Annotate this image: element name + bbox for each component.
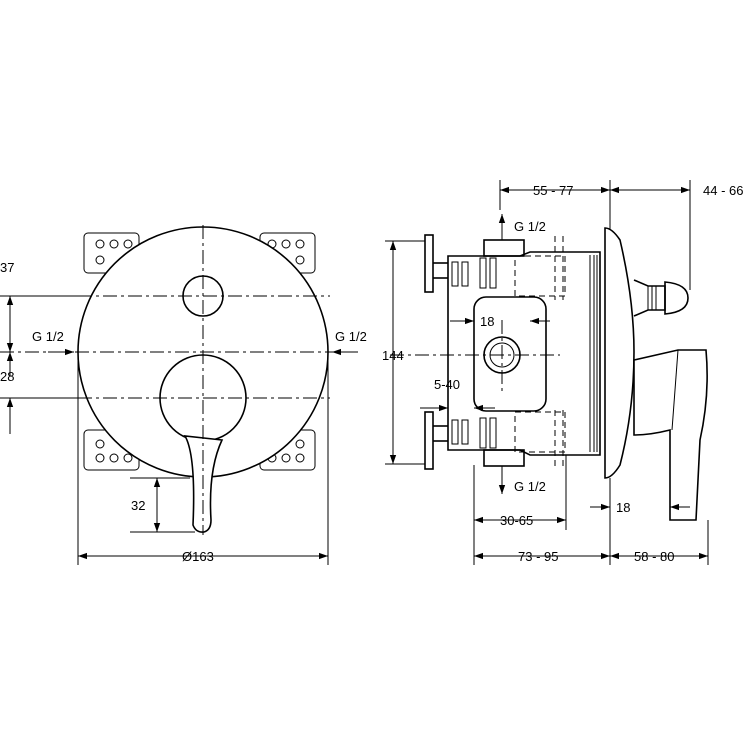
dim-18-inner-label: 18	[480, 314, 494, 329]
front-view: 37 28 32 Ø163 G 1/2 G 1/2	[0, 225, 367, 565]
diverter-knob-profile	[633, 279, 689, 317]
valve-body	[447, 236, 601, 470]
dim-37-label: 37	[0, 260, 14, 275]
cover-plate-profile	[604, 227, 635, 479]
inlet-right-label: G 1/2	[335, 329, 367, 344]
dim-144-label: 144	[382, 348, 404, 363]
dim-58-80-label: 58 - 80	[634, 549, 674, 564]
dim-18-handle-label: 18	[616, 500, 630, 515]
dim-5-40-label: 5-40	[434, 377, 460, 392]
outlet-bottom-label: G 1/2	[514, 479, 546, 494]
dim-55-77-label: 55 - 77	[533, 183, 573, 198]
dim-44-66-label: 44 - 66	[703, 183, 743, 198]
inlet-left-label: G 1/2	[32, 329, 64, 344]
side-flange-top	[424, 234, 448, 293]
diameter-label: Ø163	[182, 549, 214, 564]
dim-30-65-label: 30-65	[500, 513, 533, 528]
side-flange-bottom	[424, 411, 448, 470]
lever-handle-profile	[633, 349, 708, 521]
dim-73-95-label: 73 - 95	[518, 549, 558, 564]
dim-32-label: 32	[131, 498, 145, 513]
side-view: 55 - 77 44 - 66 G 1/2 G 1/2 144 18 5-40 …	[382, 180, 743, 565]
outlet-top-label: G 1/2	[514, 219, 546, 234]
dim-28-label: 28	[0, 369, 14, 384]
